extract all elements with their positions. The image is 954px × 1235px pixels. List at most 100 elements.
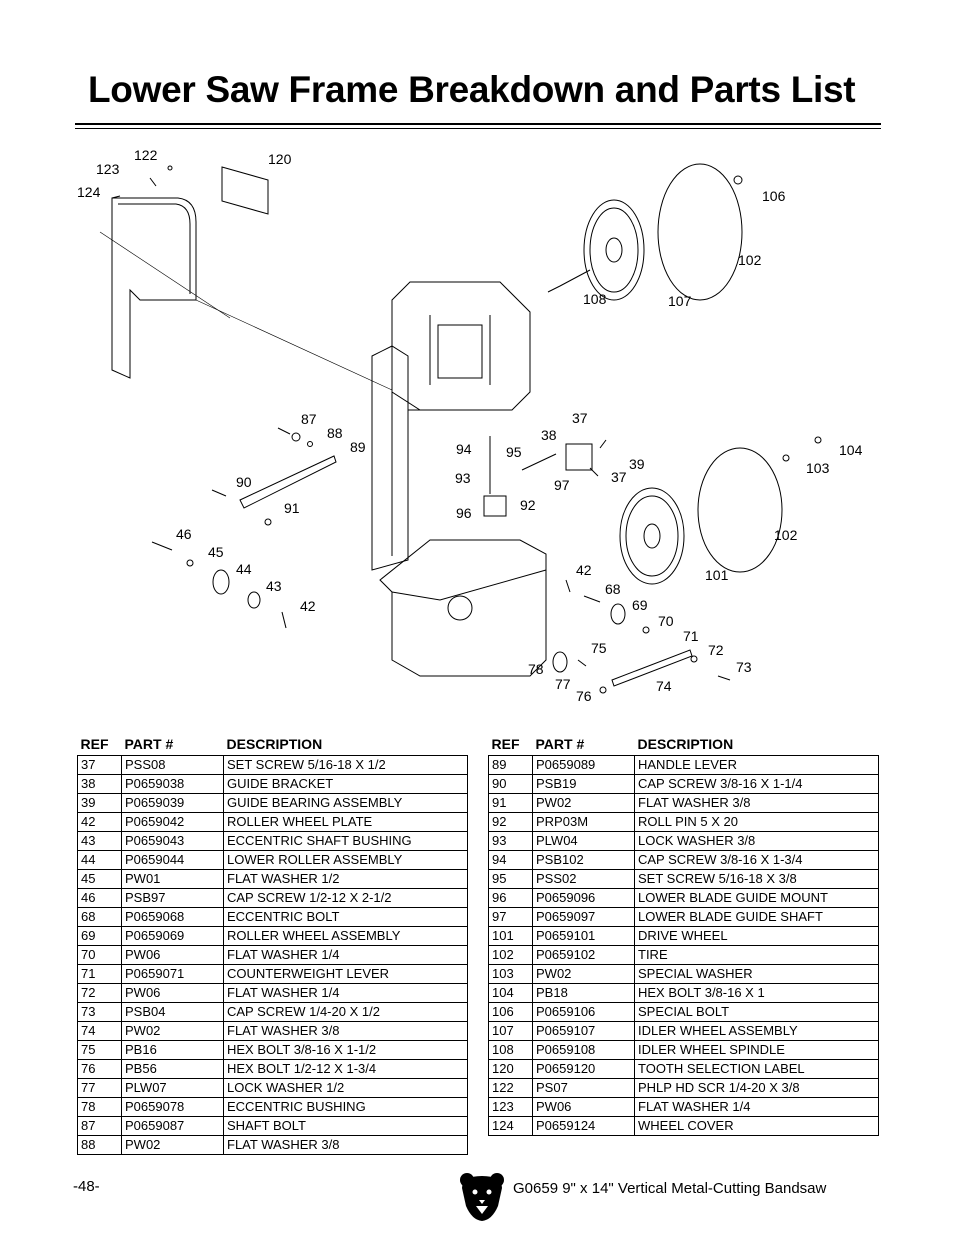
callout-label: 108	[583, 291, 607, 307]
ref-cell: 106	[488, 1002, 533, 1022]
ref-cell: 97	[488, 907, 533, 927]
part-cell: PLW07	[121, 1078, 224, 1098]
description-cell: PHLP HD SCR 1/4-20 X 3/8	[634, 1078, 879, 1098]
description-cell: COUNTERWEIGHT LEVER	[223, 964, 468, 984]
ref-cell: 72	[77, 983, 122, 1003]
description-cell: SPECIAL WASHER	[634, 964, 879, 984]
part-cell: P0659096	[532, 888, 635, 908]
callout-label: 91	[284, 500, 300, 516]
ref-cell: 104	[488, 983, 533, 1003]
ref-cell: 89	[488, 755, 533, 775]
description-cell: FLAT WASHER 3/8	[634, 793, 879, 813]
part-cell: P0659101	[532, 926, 635, 946]
callout-label: 94	[456, 441, 472, 457]
callout-label: 72	[708, 642, 724, 658]
callout-label: 101	[705, 567, 729, 583]
description-cell: FLAT WASHER 1/4	[634, 1097, 879, 1117]
callout-label: 97	[554, 477, 570, 493]
ref-cell: 101	[488, 926, 533, 946]
description-cell: ROLL PIN 5 X 20	[634, 812, 879, 832]
callout-label: 124	[77, 184, 101, 200]
callout-label: 43	[266, 578, 282, 594]
callout-label: 44	[236, 561, 252, 577]
part-cell: PSS02	[532, 869, 635, 889]
part-cell: P0659124	[532, 1116, 635, 1136]
part-cell: P0659042	[121, 812, 224, 832]
ref-cell: 76	[77, 1059, 122, 1079]
ref-cell: 74	[77, 1021, 122, 1041]
callout-label: 38	[541, 427, 557, 443]
ref-cell: 68	[77, 907, 122, 927]
description-cell: HEX BOLT 3/8-16 X 1-1/2	[223, 1040, 468, 1060]
part-cell: P0659044	[121, 850, 224, 870]
ref-cell: 71	[77, 964, 122, 984]
description-cell: HEX BOLT 3/8-16 X 1	[634, 983, 879, 1003]
ref-cell: 46	[77, 888, 122, 908]
callout-label: 87	[301, 411, 317, 427]
callout-label: 68	[605, 581, 621, 597]
callout-label: 42	[576, 562, 592, 578]
footer-text: 9" x 14" Vertical Metal-Cutting Bandsaw	[562, 1180, 827, 1197]
callout-label: 69	[632, 597, 648, 613]
footer-model: G0659	[513, 1180, 559, 1197]
callout-label: 95	[506, 444, 522, 460]
ref-cell: 88	[77, 1135, 122, 1155]
page-number: -48-	[73, 1178, 100, 1195]
part-cell: P0659102	[532, 945, 635, 965]
title-rule	[75, 123, 881, 125]
description-cell: ECCENTRIC SHAFT BUSHING	[223, 831, 468, 851]
part-cell: PRP03M	[532, 812, 635, 832]
ref-cell: 38	[77, 774, 122, 794]
callout-label: 106	[762, 188, 786, 204]
part-cell: P0659120	[532, 1059, 635, 1079]
part-cell: PSB19	[532, 774, 635, 794]
callout-label: 122	[134, 147, 158, 163]
title-rule-thin	[75, 128, 881, 129]
wheel-cover-drawing	[99, 195, 231, 379]
callout-label: 123	[96, 161, 120, 177]
handle-lever-drawing	[239, 455, 337, 509]
ref-cell: 69	[77, 926, 122, 946]
ref-cell: 78	[77, 1097, 122, 1117]
callout-label: 37	[572, 410, 588, 426]
part-cell: PW06	[532, 1097, 635, 1117]
description-cell: SET SCREW 5/16-18 X 1/2	[223, 755, 468, 775]
ref-cell: 120	[488, 1059, 533, 1079]
ref-cell: 91	[488, 793, 533, 813]
ref-cell: 108	[488, 1040, 533, 1060]
description-cell: SPECIAL BOLT	[634, 1002, 879, 1022]
part-cell: P0659089	[532, 755, 635, 775]
lower-tire-drawing	[697, 447, 783, 573]
col-description: DESCRIPTION	[637, 736, 734, 752]
description-cell: FLAT WASHER 1/4	[223, 983, 468, 1003]
ref-cell: 90	[488, 774, 533, 794]
part-cell: P0659071	[121, 964, 224, 984]
description-cell: ROLLER WHEEL ASSEMBLY	[223, 926, 468, 946]
part-cell: PW01	[121, 869, 224, 889]
callout-label: 76	[576, 688, 592, 704]
callout-label: 90	[236, 474, 252, 490]
frame-lower-base	[379, 539, 547, 677]
callout-label: 102	[738, 252, 762, 268]
part-cell: PSB04	[121, 1002, 224, 1022]
counterweight-lever-drawing	[611, 649, 693, 687]
ref-cell: 92	[488, 812, 533, 832]
part-cell: P0659043	[121, 831, 224, 851]
part-cell: P0659078	[121, 1097, 224, 1117]
callout-label: 39	[629, 456, 645, 472]
part-cell: P0659106	[532, 1002, 635, 1022]
